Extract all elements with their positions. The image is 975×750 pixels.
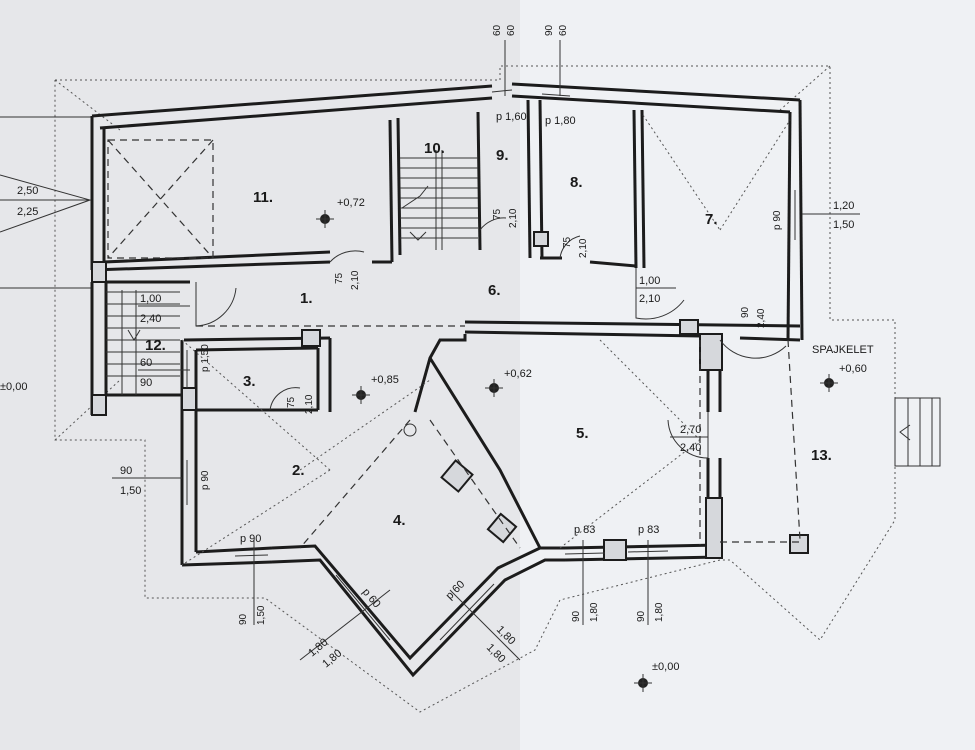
dim-b-90b: 90	[636, 610, 647, 622]
roof-outline	[54, 65, 896, 713]
dashed-lines	[196, 325, 801, 549]
entrance-stairs-13	[894, 397, 941, 467]
level-marker	[352, 386, 370, 404]
level-room13: +0,60	[839, 363, 867, 375]
paper-right-half	[520, 0, 975, 750]
dim-w3-75: 75	[286, 396, 297, 408]
dim-d60: 60	[140, 357, 152, 369]
dim-w11-210: 2,10	[350, 270, 361, 290]
dim-w7-150: 1,50	[833, 219, 854, 231]
dimension-lines	[112, 40, 860, 661]
dim-w7-120: 1,20	[833, 200, 854, 212]
dim-b-90: 90	[238, 613, 249, 625]
level-markers	[316, 210, 838, 692]
room-label-4: 4.	[393, 512, 406, 529]
level-room5: +0,62	[504, 368, 532, 380]
level-left-edge: ±0,00	[0, 381, 27, 393]
level-marker	[634, 674, 652, 692]
dim-w9-210: 2,10	[508, 208, 519, 228]
paper-left-half	[0, 0, 520, 750]
room-label-2: 2.	[292, 462, 305, 479]
dim-d7-210: 2,10	[639, 293, 660, 305]
left-exterior-marker	[0, 116, 92, 289]
room-label-10: 10.	[424, 140, 445, 157]
level-marker	[316, 210, 334, 228]
dim-w11-75: 75	[334, 272, 345, 284]
dim-top-60-b: 60	[506, 24, 517, 36]
dim-w9-75: 75	[492, 208, 503, 220]
dim-p180: p 1,80	[545, 115, 576, 127]
dim-l-150: 1,50	[120, 485, 141, 497]
room-label-9: 9.	[496, 147, 509, 164]
dim-d100: 1,00	[140, 293, 161, 305]
dim-top-60-c: 60	[558, 24, 569, 36]
dim-d7-100: 1,00	[639, 275, 660, 287]
dim-d240: 2,40	[140, 313, 161, 325]
dim-w7-p90: p 90	[772, 210, 783, 230]
dim-b-90a: 90	[571, 610, 582, 622]
dim-top-60-a: 60	[492, 24, 503, 36]
dim-l-p90: p 90	[200, 470, 211, 490]
dim-d96-90: 90	[740, 306, 751, 318]
room-label-12: 12.	[145, 337, 166, 354]
staircase-12	[106, 290, 180, 395]
staircase-10	[400, 150, 478, 250]
room-label-6: 6.	[488, 282, 501, 299]
room-label-13: 13.	[811, 447, 832, 464]
dim-p160: p 1,60	[496, 111, 527, 123]
level-room11: +0,72	[337, 197, 365, 209]
dim-w3-210: 2,10	[304, 394, 315, 414]
dim-d90: 90	[140, 377, 152, 389]
level-marker	[820, 374, 838, 392]
dim-l-90: 90	[120, 465, 132, 477]
room-label-7: 7.	[705, 211, 718, 228]
dim-b-p83a: p 83	[574, 524, 595, 536]
dim-w8-210: 2,10	[578, 238, 589, 258]
dim-d96-240: 2,40	[756, 308, 767, 328]
level-ground: ±0,00	[652, 661, 679, 673]
level-room1: +0,85	[371, 374, 399, 386]
dim-b-180f: 1,80	[654, 602, 665, 622]
room-11-void	[107, 139, 214, 259]
dim-b-p83b: p 83	[638, 524, 659, 536]
dim-top-90: 90	[544, 24, 555, 36]
dim-b-150: 1,50	[256, 605, 267, 625]
level-marker	[485, 379, 503, 397]
dim-b-180e: 1,80	[589, 602, 600, 622]
roof-diagonals	[181, 114, 791, 566]
dim-left-250: 2,50	[17, 185, 38, 197]
room-label-11: 11.	[253, 189, 273, 206]
dim-b-p90: p 90	[240, 533, 261, 545]
room-label-3: 3.	[243, 373, 256, 390]
partial-label: SPAJKELET	[812, 344, 874, 356]
dim-d5-270: 2,70	[680, 424, 701, 436]
dim-left-225: 2,25	[17, 206, 38, 218]
dim-p150: p 1,50	[200, 344, 211, 372]
room-label-1: 1.	[300, 290, 313, 307]
room-label-8: 8.	[570, 174, 583, 191]
dim-w8-75: 75	[562, 236, 573, 248]
doors	[195, 217, 787, 459]
room-label-5: 5.	[576, 425, 589, 442]
dim-d5-240: 2,40	[680, 442, 701, 454]
